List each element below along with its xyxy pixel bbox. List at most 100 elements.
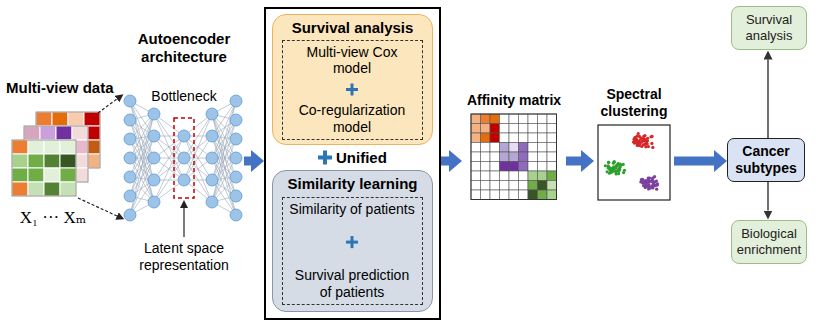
affinity-cell <box>547 152 557 162</box>
affinity-cell <box>500 124 510 134</box>
affinity-cell <box>547 171 557 181</box>
matrix-cell <box>56 126 72 140</box>
affinity-cell <box>509 114 519 124</box>
neuron <box>124 95 136 107</box>
affinity-cell <box>547 162 557 172</box>
neuron <box>230 190 242 202</box>
scatter-point <box>649 180 652 183</box>
scatter-point <box>608 168 611 171</box>
affinity-cell <box>509 162 519 172</box>
result-box: Cancer subtypes <box>727 138 805 182</box>
matrix-cell <box>28 140 44 154</box>
scatter-point <box>643 134 646 137</box>
scatter-point <box>612 161 615 164</box>
scatter-point <box>614 166 617 169</box>
affinity-grid <box>471 114 557 200</box>
affinity-cell <box>490 190 500 200</box>
affinity-cell <box>481 133 491 143</box>
scatter-point <box>650 142 653 145</box>
plus-bar <box>323 151 327 165</box>
scatter-point <box>651 177 654 180</box>
affinity-cell <box>538 181 548 191</box>
affinity-cell <box>471 181 481 191</box>
affinity-cell <box>538 124 548 134</box>
affinity-cell <box>490 114 500 124</box>
neuron <box>124 171 136 183</box>
neuron <box>230 209 242 221</box>
neuron <box>124 114 136 126</box>
neuron <box>178 174 190 186</box>
scatter-point <box>635 135 638 138</box>
matrix-cell <box>12 154 28 168</box>
affinity-cell <box>519 162 529 172</box>
scatter-point <box>653 184 656 187</box>
framework-frame: Unified Survival analysisMulti-view Cox m… <box>264 7 441 320</box>
scatter-point <box>644 138 647 141</box>
matrix-cell <box>40 126 56 140</box>
analysis-box: Survival analysis <box>731 6 807 50</box>
matrix-cell <box>68 112 84 126</box>
scatter-point <box>655 188 658 191</box>
affinity-cell <box>519 152 529 162</box>
matrix-cell <box>12 168 28 182</box>
affinity-cell <box>490 181 500 191</box>
grid-border <box>471 114 557 200</box>
neuron <box>206 174 218 186</box>
matrix-border <box>12 140 76 196</box>
node-text: Spectral clustering <box>594 86 674 120</box>
matrix-panel: Affinity matrix <box>462 92 566 206</box>
neuron <box>206 130 218 142</box>
scatter-point <box>608 172 611 175</box>
node-body-text: Co-regularization model <box>288 102 417 136</box>
neuron <box>124 190 136 202</box>
leader-arrow <box>183 208 184 237</box>
affinity-cell <box>538 152 548 162</box>
affinity-cell <box>519 171 529 181</box>
neuron <box>230 95 242 107</box>
affinity-cell <box>547 143 557 153</box>
neuron <box>178 152 190 164</box>
scatter-point <box>644 186 647 189</box>
plus-bar <box>346 88 358 91</box>
affinity-cell <box>528 124 538 134</box>
affinity-cell <box>471 114 481 124</box>
node-text: Survival analysis <box>273 15 432 36</box>
affinity-cell <box>481 190 491 200</box>
affinity-cell <box>509 152 519 162</box>
scatter-point <box>613 160 616 163</box>
affinity-cell <box>481 171 491 181</box>
affinity-cell <box>490 162 500 172</box>
affinity-cell <box>500 152 510 162</box>
affinity-cell <box>528 143 538 153</box>
affinity-cell <box>490 171 500 181</box>
plus-bar <box>351 236 354 248</box>
node-text: Unified <box>336 149 387 166</box>
clustering-panel: Spectral clustering <box>594 86 674 202</box>
affinity-cell <box>481 124 491 134</box>
matrix-cell <box>44 154 60 168</box>
matrix-cell <box>60 140 76 154</box>
node-text: Similarity learning <box>273 171 432 192</box>
scatter-point <box>651 146 654 149</box>
data-matrix <box>24 126 88 182</box>
affinity-cell <box>471 143 481 153</box>
affinity-cell <box>519 114 529 124</box>
node-text: Multi-view Cox model <box>288 44 417 78</box>
matrix-cell <box>28 168 44 182</box>
network-link <box>154 114 184 180</box>
flow-arrow <box>767 60 768 139</box>
neuron <box>148 130 160 142</box>
matrix-cell <box>60 154 76 168</box>
network-link <box>154 136 184 202</box>
affinity-cell <box>500 190 510 200</box>
node-text: Survival analysis <box>735 12 803 43</box>
matrix-cell <box>12 182 28 196</box>
block-arrow <box>674 157 714 166</box>
affinity-cell <box>500 133 510 143</box>
affinity-cell <box>519 181 529 191</box>
scatter-point <box>618 168 621 171</box>
matrix-cell <box>44 168 60 182</box>
neuron <box>178 130 190 142</box>
affinity-cell <box>471 152 481 162</box>
